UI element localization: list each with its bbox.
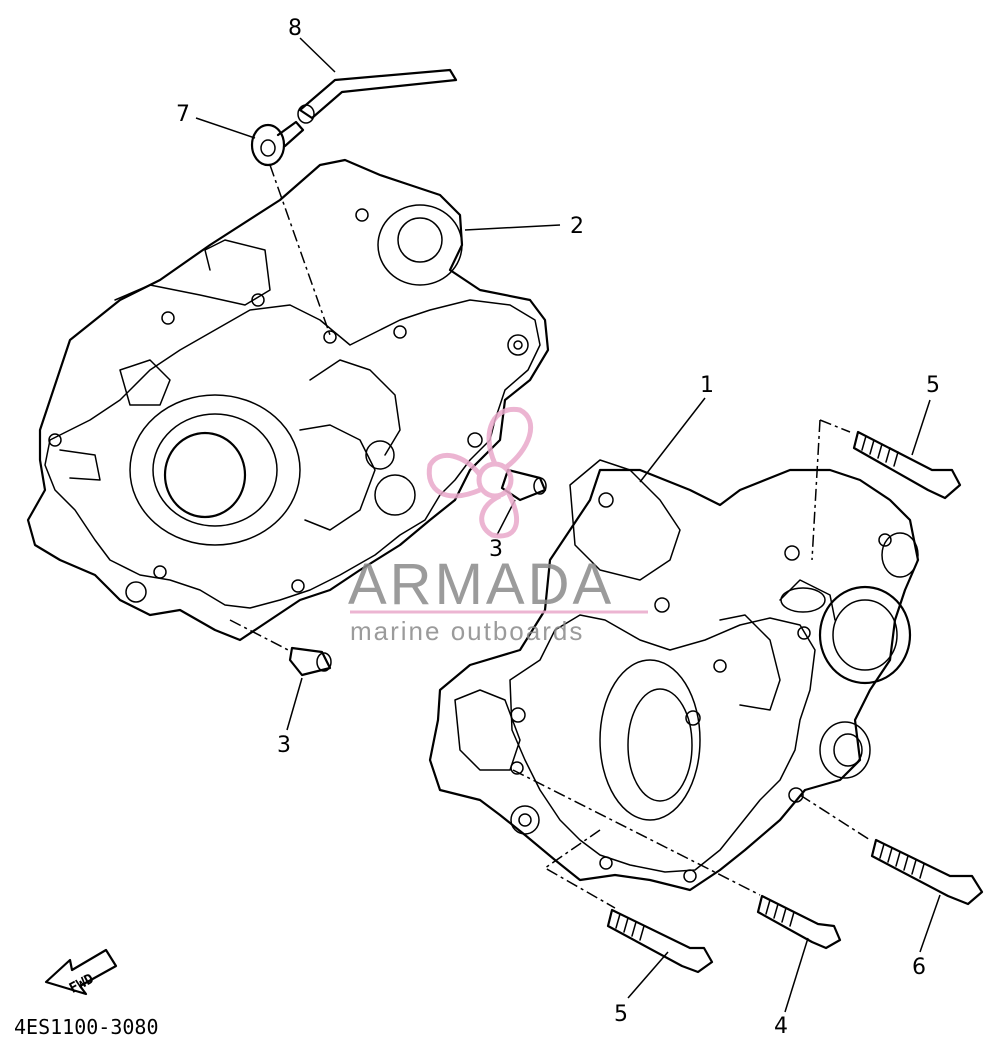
hose-part-8	[297, 68, 458, 124]
bolt-part-6	[870, 838, 984, 906]
fwd-arrow: FWD	[44, 948, 118, 997]
callout-3-upper: 3	[489, 537, 503, 562]
crankcase-right-half	[428, 459, 920, 892]
assembly-lines	[229, 164, 871, 909]
callout-6: 6	[912, 955, 926, 980]
callout-2: 2	[570, 214, 584, 239]
watermark-subtitle: marine outboards	[350, 616, 584, 646]
dowel-pin-lower	[288, 646, 332, 677]
callout-1: 1	[700, 373, 714, 398]
bolt-part-4	[756, 894, 842, 950]
nipple-part-7	[250, 120, 305, 167]
bolt-part-5-lower	[606, 908, 714, 974]
part-code: 4ES1100-3080	[14, 1015, 159, 1039]
callout-5-upper: 5	[926, 373, 940, 398]
callout-3-lower: 3	[277, 733, 291, 758]
callout-8: 8	[288, 16, 302, 41]
bolt-part-5-upper	[852, 430, 962, 500]
callout-5-lower: 5	[614, 1002, 628, 1027]
callout-7: 7	[176, 102, 190, 127]
propeller-logo-icon	[426, 406, 534, 539]
watermark: ARMADA marine outboards	[348, 406, 648, 646]
leader-lines	[195, 37, 941, 1013]
crankcase-left-half	[26, 158, 550, 642]
dowel-pin-upper	[500, 468, 547, 502]
callout-4: 4	[774, 1014, 788, 1039]
watermark-title: ARMADA	[348, 552, 614, 617]
